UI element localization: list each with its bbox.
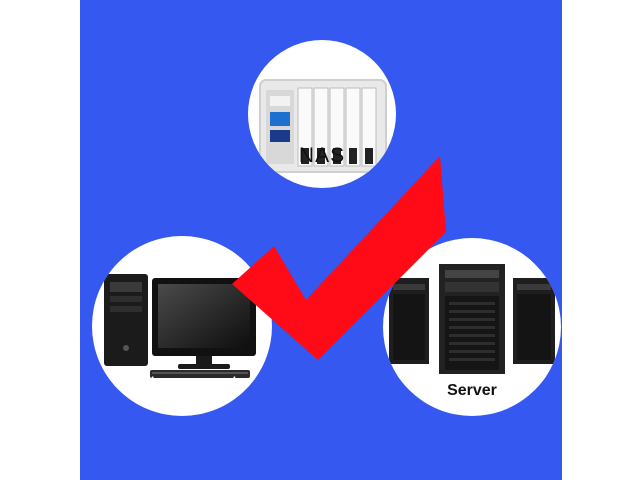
server-circle: Server xyxy=(383,238,561,416)
nas-label: NAS xyxy=(298,144,346,167)
server-label: Server xyxy=(447,382,497,399)
desktop-circle: Desktop computer xyxy=(92,236,272,416)
desktop-label: Desktop computer xyxy=(111,374,253,391)
nas-circle: NAS xyxy=(248,40,396,188)
